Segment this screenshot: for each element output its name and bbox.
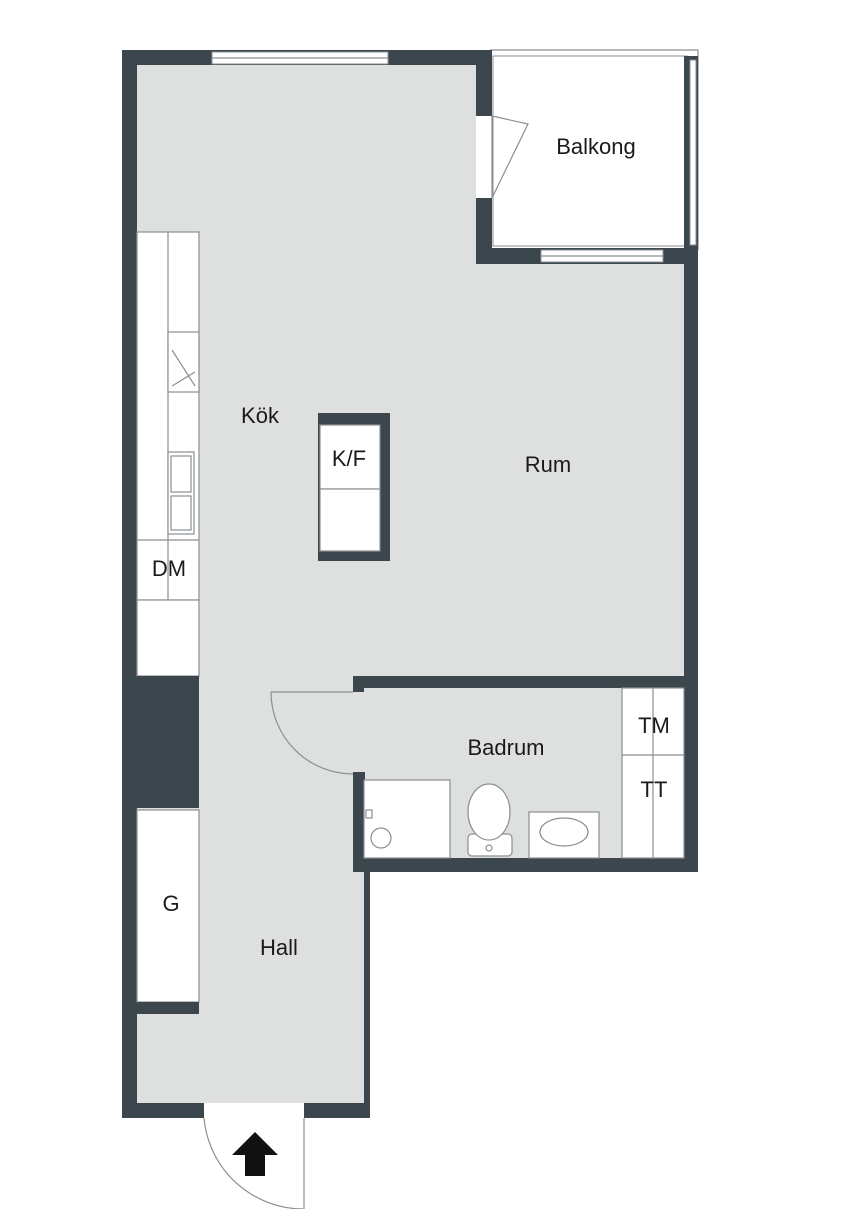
fixture-label-dm: DM <box>152 556 186 581</box>
wardrobe <box>136 809 200 1014</box>
fixture-label-kf: K/F <box>332 446 366 471</box>
fixture-label-tt: TT <box>641 777 668 802</box>
bathroom-walls <box>353 676 698 872</box>
bathroom-door <box>268 676 354 775</box>
room-label-rum: Rum <box>525 452 571 477</box>
windows <box>211 51 697 263</box>
room-label-badrum: Badrum <box>467 735 544 760</box>
arrow-up-icon <box>232 1132 278 1176</box>
room-label-balkong: Balkong <box>556 134 636 159</box>
kitchen-island <box>318 413 390 561</box>
kitchen-wall-block <box>137 676 199 808</box>
entrance-door <box>203 1103 305 1209</box>
room-label-hall: Hall <box>260 935 298 960</box>
kitchen-counter <box>136 231 200 677</box>
room-label-kok: Kök <box>241 403 280 428</box>
fixture-label-tm: TM <box>638 713 670 738</box>
bathroom-fixtures <box>363 687 685 859</box>
fixture-label-g: G <box>162 891 179 916</box>
